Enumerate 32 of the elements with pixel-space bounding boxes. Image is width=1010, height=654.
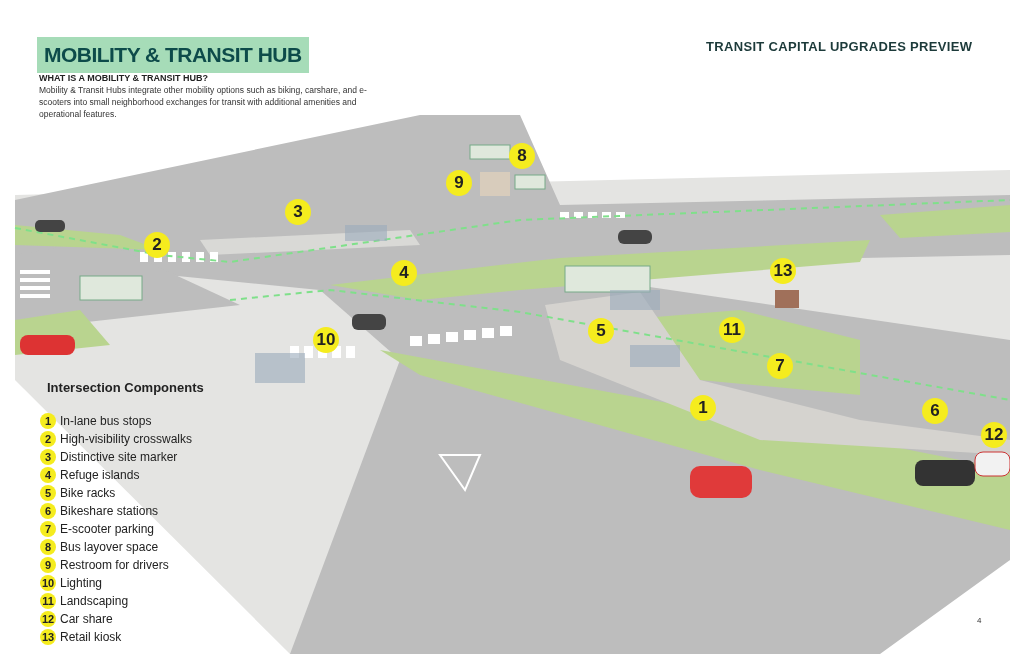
legend-text: Bike racks — [60, 485, 116, 502]
legend-text: Distinctive site marker — [60, 449, 178, 466]
legend-text: Retail kiosk — [60, 629, 122, 646]
legend-number: 6 — [40, 503, 56, 519]
header-text: TRANSIT CAPITAL UPGRADES PREVIEW — [706, 38, 973, 56]
legend-text: Lighting — [60, 575, 103, 592]
description-paragraph: Mobility & Transit Hubs integrate other mobility options such as biking, carshare, and e-scooters into small neighborhood exchanges for transit with additional amenities and operational features. — [39, 84, 368, 120]
legend-text: Landscaping — [60, 593, 129, 610]
legend-text: High-visibility crosswalks — [60, 431, 193, 448]
legend-number: 10 — [40, 575, 56, 591]
legend-text: E-scooter parking — [60, 521, 155, 538]
title-banner: MOBILITY & TRANSIT HUB — [37, 37, 309, 73]
legend-heading: Intersection Components — [47, 379, 204, 397]
legend-number: 5 — [40, 485, 56, 501]
legend-number: 4 — [40, 467, 56, 483]
legend-number: 12 — [40, 611, 56, 627]
legend-text: Bus layover space — [60, 539, 159, 556]
legend-text: Car share — [60, 611, 113, 628]
legend-number: 13 — [40, 629, 56, 645]
legend-number: 1 — [40, 413, 56, 429]
subheading: WHAT IS A MOBILITY & TRANSIT HUB? — [39, 72, 208, 85]
legend-number: 2 — [40, 431, 56, 447]
legend-number: 11 — [40, 593, 56, 609]
legend-text: In-lane bus stops — [60, 413, 152, 430]
legend-number: 9 — [40, 557, 56, 573]
legend-number: 8 — [40, 539, 56, 555]
legend-text: Restroom for drivers — [60, 557, 169, 574]
legend-text: Refuge islands — [60, 467, 140, 484]
page-number: 4 — [977, 615, 982, 627]
legend-text: Bikeshare stations — [60, 503, 159, 520]
legend-number: 3 — [40, 449, 56, 465]
legend-number: 7 — [40, 521, 56, 537]
